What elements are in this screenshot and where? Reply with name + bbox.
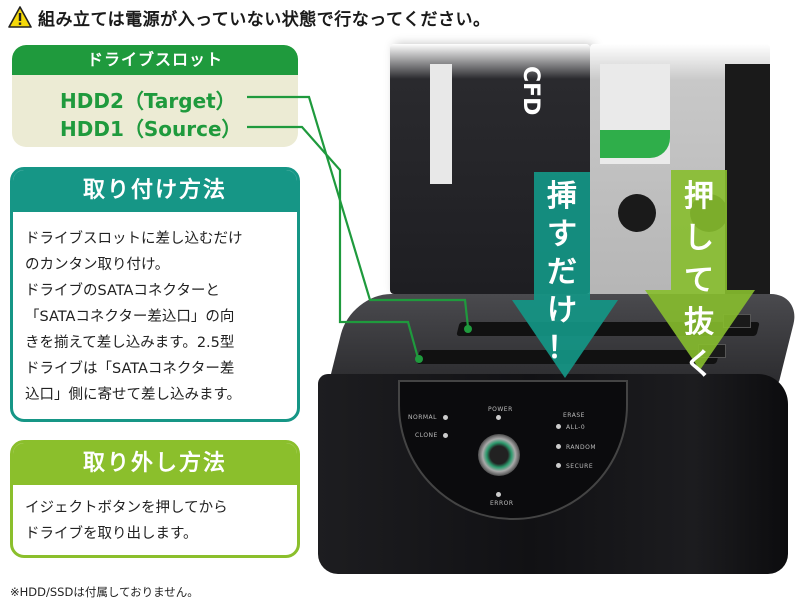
erase-label: ERASE: [563, 412, 585, 419]
insert-arrow-head: [512, 300, 618, 378]
remove-method-title: 取り外し方法: [13, 443, 297, 485]
remove-method-box: 取り外し方法 イジェクトボタンを押してから ドライブを取り出します。: [10, 440, 300, 558]
led-label-error: ERROR: [490, 500, 514, 507]
led-clone: [443, 433, 448, 438]
remove-line: ドライブを取り出します。: [25, 526, 198, 542]
footnote: ※HDD/SSDは付属しておりません。: [10, 585, 199, 599]
led-all0: [556, 424, 561, 429]
led-label-clone: CLONE: [415, 432, 438, 439]
install-method-body: ドライブスロットに差し込むだけ のカンタン取り付け。 ドライブのSATAコネクタ…: [13, 212, 297, 408]
warning-text: 組み立ては電源が入っていない状態で行なってください。: [38, 9, 491, 30]
hdd-hole: [618, 194, 656, 232]
push-arrow-head: [645, 290, 755, 370]
install-line: ドライブのSATAコネクターと: [25, 283, 220, 299]
install-method-box: 取り付け方法 ドライブスロットに差し込むだけ のカンタン取り付け。 ドライブのS…: [10, 167, 300, 422]
install-line: のカンタン取り付け。: [25, 257, 170, 273]
hdd-green-label: [600, 130, 670, 158]
push-arrow-shaft: [671, 170, 727, 290]
install-line: きを揃えて差し込みます。2.5型: [25, 335, 235, 351]
led-power: [496, 415, 501, 420]
drive-slot-box: ドライブスロット HDD2（Target） HDD1（Source）: [12, 45, 298, 147]
assembly-warning: 組み立ては電源が入っていない状態で行なってください。: [8, 4, 490, 30]
slot-label-hdd1: HDD1（Source）: [60, 117, 242, 141]
drive-slot-title: ドライブスロット: [12, 45, 298, 75]
docking-station: NORMAL CLONE POWER ERROR ERASE ALL-0 RAN…: [318, 294, 800, 594]
warning-triangle-icon: [8, 6, 32, 28]
insert-arrow-shaft: [534, 172, 590, 300]
led-label-all0: ALL-0: [566, 424, 586, 431]
led-label-normal: NORMAL: [408, 414, 438, 421]
hdd-side: [725, 64, 770, 304]
led-label-random: RANDOM: [566, 444, 597, 451]
install-line: ドライブスロットに差し込むだけ: [25, 231, 243, 247]
push-remove-arrow: 押 し て 抜 く: [645, 170, 755, 382]
led-label-power: POWER: [488, 406, 513, 413]
led-error: [496, 492, 501, 497]
install-line: 込口」側に寄せて差し込みます。: [25, 387, 242, 403]
led-secure: [556, 463, 561, 468]
push-arrow-label: 押 し て 抜 く: [684, 179, 714, 382]
led-label-secure: SECURE: [566, 463, 594, 470]
led-random: [556, 444, 561, 449]
led-normal: [443, 415, 448, 420]
slot-label-hdd2: HDD2（Target）: [60, 89, 236, 113]
insert-arrow-label: 挿 す だ け ！: [547, 179, 577, 366]
insert-arrow: 挿 す だ け ！: [512, 172, 618, 382]
ssd-label-strip: [430, 64, 452, 184]
remove-line: イジェクトボタンを押してから: [25, 500, 228, 516]
ssd-brand: CFD: [518, 66, 543, 116]
remove-method-body: イジェクトボタンを押してから ドライブを取り出します。: [13, 485, 297, 547]
mode-dial: [478, 434, 520, 476]
install-line: ドライブは「SATAコネクター差: [25, 361, 235, 377]
install-method-title: 取り付け方法: [13, 170, 297, 212]
install-line: 「SATAコネクター差込口」の向: [25, 309, 235, 325]
